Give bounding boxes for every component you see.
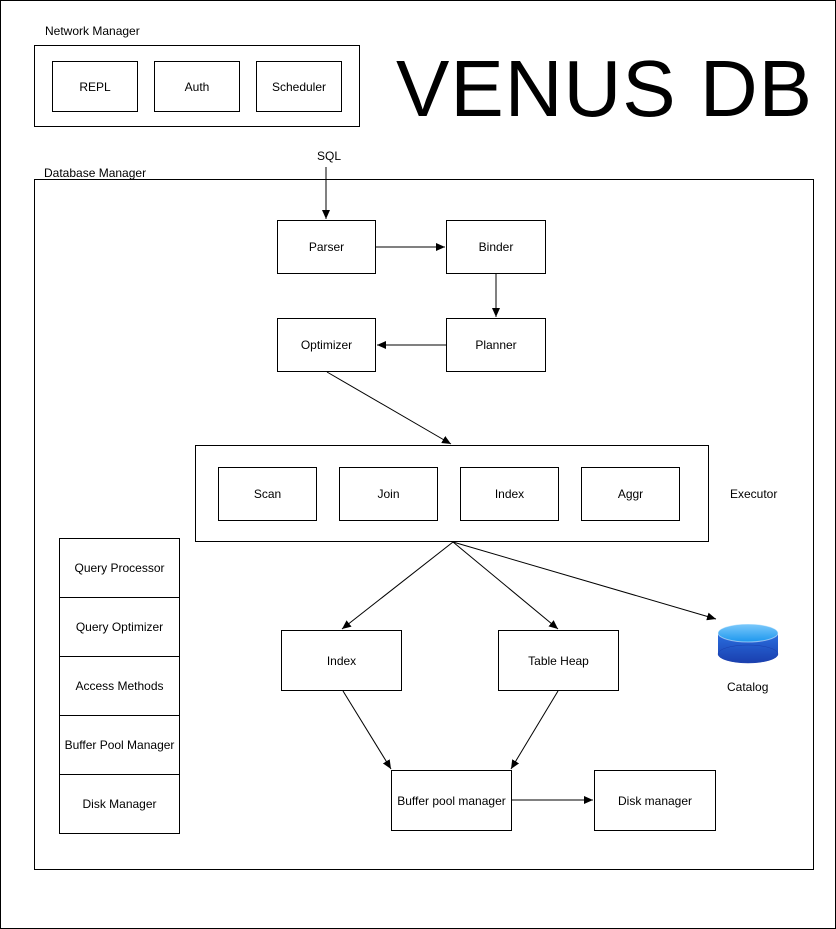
network-manager-label: Network Manager (45, 24, 140, 38)
arrow-optimizer-to-executor (326, 371, 452, 445)
layer-access-methods[interactable]: Access Methods (59, 656, 180, 716)
scheduler-box[interactable]: Scheduler (256, 61, 342, 112)
disk-manager-box[interactable]: Disk manager (594, 770, 716, 831)
diagram-title: VENUS DB (396, 44, 813, 133)
index-box[interactable]: Index (281, 630, 402, 691)
table-heap-box[interactable]: Table Heap (498, 630, 619, 691)
buffer-pool-manager-box[interactable]: Buffer pool manager (391, 770, 512, 831)
executor-index-box[interactable]: Index (460, 467, 559, 521)
layer-buffer-pool-manager[interactable]: Buffer Pool Manager (59, 715, 180, 775)
database-cylinder-icon[interactable] (716, 622, 780, 666)
aggr-box[interactable]: Aggr (581, 467, 680, 521)
network-manager-group: REPL Auth Scheduler (34, 45, 360, 127)
arrow-index-to-buffer-pool (342, 690, 392, 770)
database-manager-group (34, 179, 814, 870)
scan-box[interactable]: Scan (218, 467, 317, 521)
auth-box[interactable]: Auth (154, 61, 240, 112)
layer-stack: Query Processor Query Optimizer Access M… (59, 538, 180, 834)
layer-query-optimizer[interactable]: Query Optimizer (59, 597, 180, 657)
planner-box[interactable]: Planner (446, 318, 546, 372)
binder-box[interactable]: Binder (446, 220, 546, 274)
arrow-table-heap-to-buffer-pool (510, 690, 559, 770)
arrow-executor-to-index (341, 541, 454, 630)
join-box[interactable]: Join (339, 467, 438, 521)
sql-input-label: SQL (317, 149, 342, 163)
layer-disk-manager[interactable]: Disk Manager (59, 774, 180, 834)
executor-group: Scan Join Index Aggr (195, 445, 709, 542)
layer-query-processor[interactable]: Query Processor (59, 538, 180, 598)
arrow-executor-to-table-heap (452, 541, 559, 630)
optimizer-box[interactable]: Optimizer (277, 318, 376, 372)
parser-box[interactable]: Parser (277, 220, 376, 274)
repl-box[interactable]: REPL (52, 61, 138, 112)
executor-label: Executor (730, 487, 778, 501)
arrow-executor-to-catalog (452, 541, 717, 621)
database-manager-label: Database Manager (44, 166, 147, 180)
catalog-label: Catalog (727, 680, 769, 694)
